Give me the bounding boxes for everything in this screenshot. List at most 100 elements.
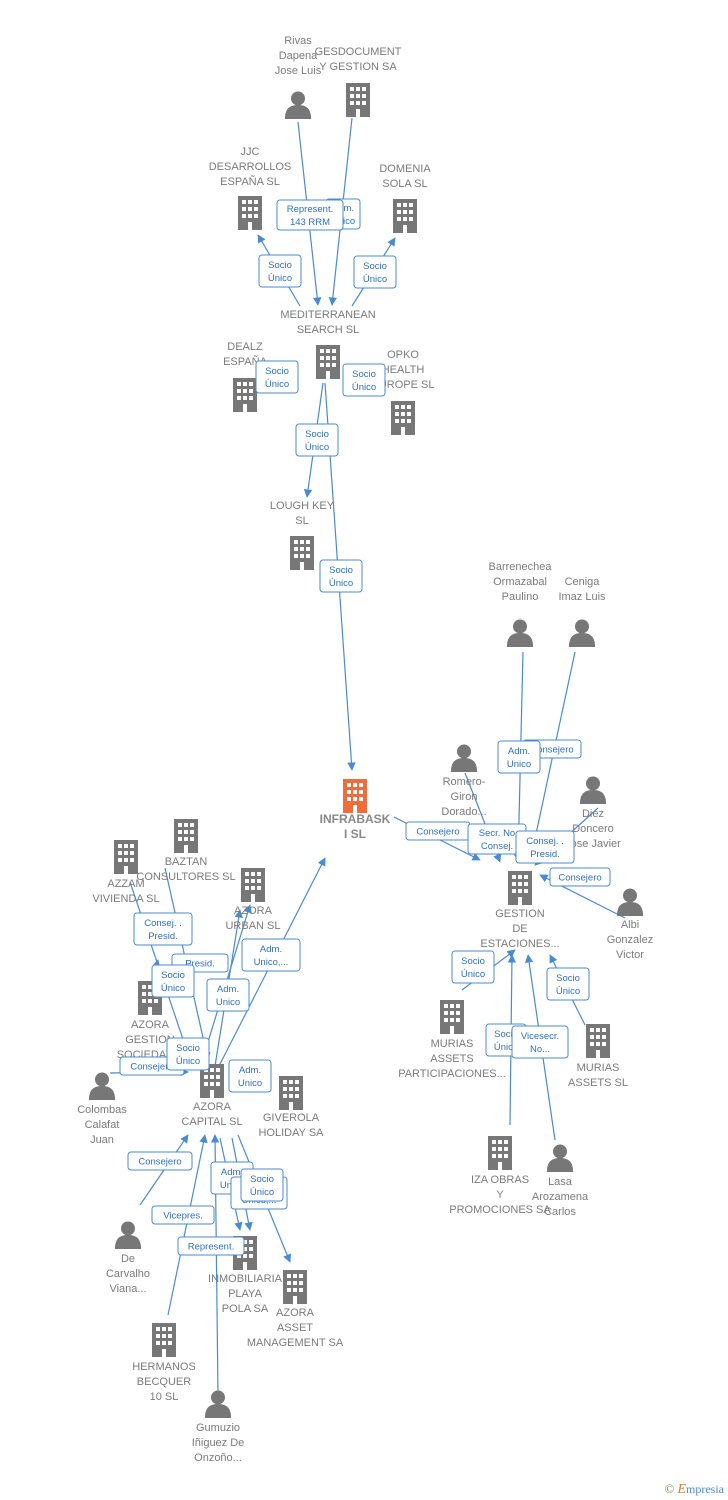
building-icon (346, 83, 370, 117)
edge-label-text: Vicepres. (163, 1211, 202, 1222)
edge-label-e23[interactable]: Adm.Unico (206, 978, 250, 1012)
edge-label-e2[interactable]: Represent.143 RRM (276, 199, 344, 231)
edge-label-e13[interactable]: Consej. .Presid. (515, 830, 575, 864)
edge-label-e11[interactable]: Consejero (405, 821, 471, 841)
edge-label-e18[interactable]: Vicesecr.No... (511, 1025, 569, 1059)
person-icon (616, 888, 644, 916)
edge-label-text: Adm.Unico (216, 984, 240, 1008)
edge-label-text: Consejero (530, 745, 573, 756)
edge-label-e10[interactable]: Adm.Unico (497, 740, 541, 774)
person-icon (284, 91, 312, 119)
edge-label-e26[interactable]: Adm.Unico (228, 1059, 272, 1093)
edge-label-e31[interactable]: Vicepres. (151, 1205, 215, 1225)
edge-label-e32[interactable]: Represent. (177, 1236, 245, 1256)
edge-label-e22[interactable]: Adm.Unico,... (241, 938, 301, 972)
edge-line (167, 1134, 208, 1316)
edge-label-text: Consejero (558, 873, 601, 884)
edge-label-e19[interactable]: Consej. .Presid. (133, 912, 193, 946)
brand-name: mpresia (686, 1482, 724, 1496)
building-icon (488, 1136, 512, 1170)
building-icon (508, 871, 532, 905)
building-icon (279, 1076, 303, 1110)
edge-label-e27[interactable]: Consejero (127, 1151, 193, 1171)
person-icon (204, 1390, 232, 1418)
person-icon (546, 1144, 574, 1172)
edge-label-text: Consejero (130, 1062, 173, 1073)
building-icon (174, 819, 198, 853)
edge-label-text: Adm.Unico (238, 1065, 262, 1089)
brand-initial: E (677, 1482, 686, 1497)
building-icon (391, 401, 415, 435)
person-icon (568, 619, 596, 647)
footer-brand: © Empresia (665, 1481, 724, 1498)
building-icon (290, 536, 314, 570)
building-icon (586, 1024, 610, 1058)
building-icon (316, 345, 340, 379)
edge-label-text: Consejero (416, 827, 459, 838)
edge-label-e14[interactable]: Consejero (549, 867, 611, 887)
